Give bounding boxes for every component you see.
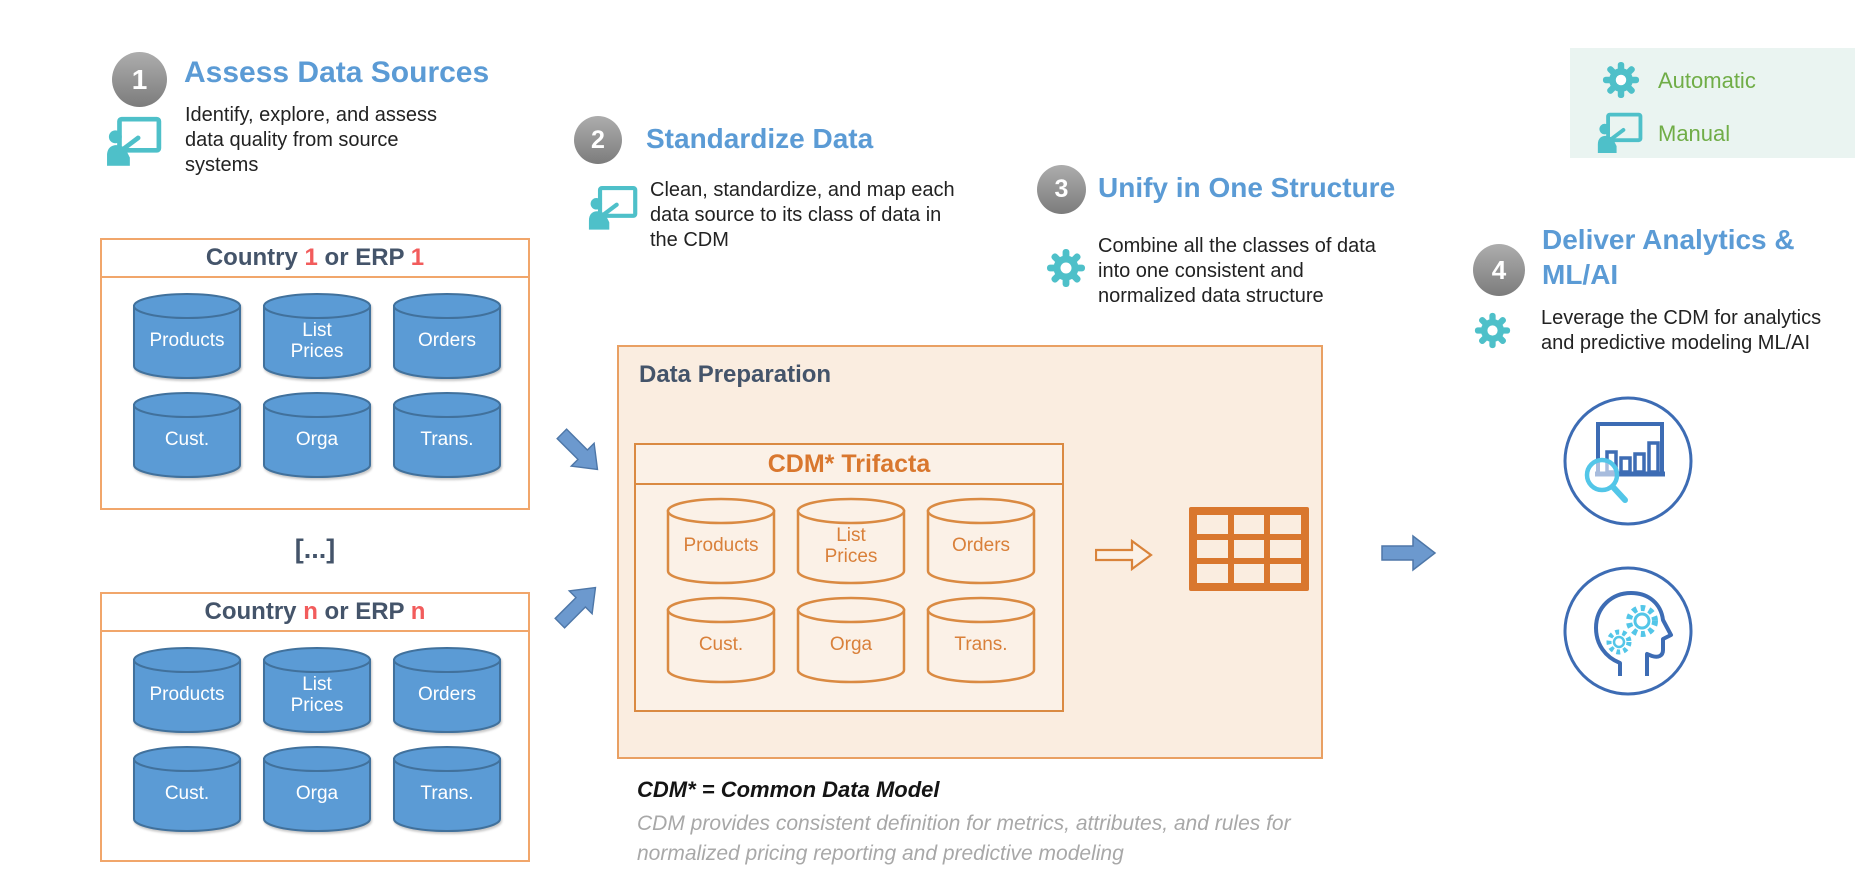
more-sources-ellipsis: [...] (294, 534, 336, 564)
arrow-right-outline-icon (1095, 539, 1153, 571)
cylinder-label: Orders (417, 330, 477, 352)
db-cylinder: Products (131, 646, 243, 734)
step-2-description: Clean, standardize, and map each data so… (650, 179, 955, 252)
cylinder-label: Trans. (954, 634, 1008, 656)
db-cylinder: Products (131, 292, 243, 380)
source-box-title: Country n or ERP n (102, 594, 528, 632)
db-cylinder: Cust. (131, 391, 243, 479)
db-cylinder: Trans. (391, 745, 503, 833)
source-box-country-1: Country 1 or ERP 1 Products List Prices … (100, 238, 530, 510)
cylinder-label: Products (149, 330, 225, 352)
cylinder-label: Orga (295, 783, 339, 805)
legend-label-manual: Manual (1658, 121, 1731, 146)
gear-icon (1046, 248, 1086, 288)
step-1-title: Assess Data Sources (184, 56, 490, 89)
step-3-description: Combine all the classes of data into one… (1098, 235, 1376, 308)
gear-icon (1474, 312, 1511, 349)
cdm-definition: CDM* = Common Data Model (637, 777, 940, 802)
step-1-description: Identify, explore, and assess data quali… (185, 104, 437, 177)
analytics-chart-magnifier-icon (1561, 394, 1695, 528)
ml-head-gears-icon (1561, 564, 1695, 698)
cylinder-label: List Prices (290, 673, 344, 716)
db-cylinder: List Prices (261, 646, 373, 734)
db-cylinder: Orders (925, 497, 1037, 585)
cylinder-label: Products (149, 684, 225, 706)
step-4-description: Leverage the CDM for analytics and predi… (1541, 307, 1822, 355)
manual-icon (588, 185, 638, 230)
cylinder-label: List Prices (290, 319, 344, 362)
db-cylinder: Orga (261, 745, 373, 833)
db-cylinder: Orders (391, 292, 503, 380)
db-cylinder: Trans. (925, 596, 1037, 684)
cylinder-label: Orders (417, 684, 477, 706)
cylinder-label: Cust. (164, 783, 210, 805)
cylinder-label: Cust. (164, 429, 210, 451)
db-cylinder: Orga (261, 391, 373, 479)
step-3-title: Unify in One Structure (1098, 172, 1396, 203)
step-1-number: 1 (112, 52, 167, 107)
db-cylinder: Cust. (131, 745, 243, 833)
db-cylinder: List Prices (261, 292, 373, 380)
legend: Automatic Manual (1570, 48, 1855, 158)
manual-icon (106, 116, 162, 166)
data-preparation-box: Data Preparation CDM* Trifacta Products … (617, 345, 1323, 759)
db-cylinder: Trans. (391, 391, 503, 479)
db-cylinder: Cust. (665, 596, 777, 684)
source-box-country-n: Country n or ERP n Products List Prices … (100, 592, 530, 862)
table-grid-icon (1189, 507, 1309, 591)
source-box-title: Country 1 or ERP 1 (102, 240, 528, 278)
arrow-up-right-icon (545, 572, 610, 637)
cylinder-label: List Prices (824, 524, 878, 567)
legend-label-automatic: Automatic (1658, 68, 1756, 93)
cdm-note: CDM provides consistent definition for m… (637, 812, 1291, 865)
cylinder-label: Trans. (420, 429, 474, 451)
cylinder-label: Trans. (420, 783, 474, 805)
cdm-trifacta-title: CDM* Trifacta (636, 445, 1062, 485)
cdm-trifacta-box: CDM* Trifacta Products List Prices Order… (634, 443, 1064, 712)
db-cylinder: Products (665, 497, 777, 585)
step-2-title: Standardize Data (646, 123, 874, 154)
db-cylinder: Orga (795, 596, 907, 684)
step-3-number: 3 (1037, 165, 1086, 214)
cylinder-label: Orders (951, 535, 1011, 557)
arrow-right-icon (1381, 533, 1437, 573)
db-cylinder: List Prices (795, 497, 907, 585)
arrow-down-right-icon (547, 419, 612, 484)
step-2-number: 2 (574, 116, 622, 164)
step-4-number: 4 (1473, 244, 1525, 296)
cylinder-label: Products (683, 535, 759, 557)
manual-icon (1597, 112, 1643, 153)
cylinder-label: Cust. (698, 634, 744, 656)
db-cylinder: Orders (391, 646, 503, 734)
cylinder-label: Orga (295, 429, 339, 451)
data-preparation-title: Data Preparation (639, 361, 832, 388)
gear-icon (1602, 61, 1640, 99)
cylinder-label: Orga (829, 634, 873, 656)
step-4-title: Deliver Analytics & ML/AI (1542, 224, 1795, 290)
